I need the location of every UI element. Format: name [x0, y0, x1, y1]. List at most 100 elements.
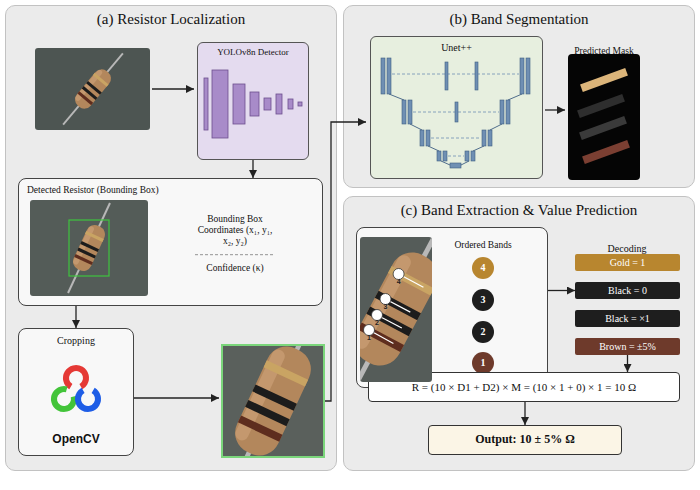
photo-background	[35, 48, 150, 130]
flow-arrow	[134, 397, 219, 398]
down-link	[410, 124, 422, 130]
feature-block	[471, 151, 475, 161]
box-title: Ordered Bands	[454, 240, 511, 251]
network-layer	[298, 102, 302, 106]
feature-block	[437, 151, 441, 161]
mask-band	[582, 140, 630, 164]
skip-line	[392, 74, 519, 75]
resistor-image	[56, 48, 130, 130]
resistor-image	[222, 345, 324, 457]
resistor-photo	[56, 48, 130, 130]
network-layer	[233, 84, 245, 124]
connector-arrow	[252, 160, 253, 178]
up-link	[508, 94, 522, 100]
feature-block	[443, 151, 447, 161]
down-link	[441, 161, 450, 165]
decode-box: Brown = ±5%	[575, 338, 680, 355]
flow-arrow	[325, 122, 366, 401]
network-layer	[276, 94, 282, 114]
nested-block	[475, 62, 478, 90]
feature-block	[420, 130, 424, 146]
decode-text: Gold = 1	[610, 257, 646, 269]
callout-number: 4	[397, 278, 401, 286]
feature-block	[387, 58, 391, 94]
feature-block	[506, 100, 510, 124]
feature-block	[465, 151, 469, 161]
cropped-photo	[222, 345, 324, 457]
decode-text: Black = 0	[608, 285, 647, 297]
down-link	[428, 146, 439, 151]
output-label: Bounding Box Coordinates (x₁, y₁, x₂, y₂…	[195, 214, 275, 247]
panel-title: (c) Band Extraction & Value Prediction	[401, 202, 638, 219]
callout-circle	[380, 294, 391, 305]
band-number: 4	[481, 262, 486, 274]
box-title: Cropping	[57, 335, 95, 347]
decode-box: Black = ×1	[575, 310, 680, 327]
box-title: YOLOv8n Detector	[217, 47, 289, 57]
column-heading: Decoding	[608, 243, 647, 255]
network-layer	[288, 99, 293, 109]
up-link	[473, 146, 484, 151]
opencv-ring-green	[52, 387, 76, 411]
divider-line	[195, 254, 275, 255]
box-title: Detected Resistor (Bounding Box)	[27, 185, 159, 196]
decode-box: Black = 0	[575, 282, 680, 299]
band-number: 1	[481, 357, 486, 369]
decode-text: Black = ×1	[605, 313, 650, 325]
up-link	[490, 124, 502, 130]
box-title: Unet++	[441, 42, 472, 54]
bounding-box	[69, 220, 109, 276]
bottleneck-block	[450, 163, 461, 168]
feature-block	[402, 100, 406, 124]
resistor-photo	[59, 200, 118, 296]
resistor-photo	[360, 237, 432, 382]
resistor-image	[59, 200, 118, 296]
connector-arrow	[548, 290, 575, 291]
mask-band	[579, 116, 627, 140]
unet-blocks	[381, 58, 530, 168]
band-circle: 3	[472, 289, 494, 311]
process-box: CroppingOpenCV	[18, 328, 134, 456]
callout-number: 2	[375, 319, 379, 327]
flow-arrow	[545, 109, 565, 110]
resistor-image	[360, 237, 432, 382]
feature-block	[408, 100, 412, 124]
network-layer	[264, 98, 271, 110]
network-layer	[212, 70, 228, 138]
decode-text: Brown = ±5%	[599, 341, 656, 353]
flow-arrow	[152, 88, 194, 89]
panel-title: (a) Resistor Localization	[97, 11, 245, 28]
band-circle: 2	[472, 321, 494, 343]
callout-circle	[393, 269, 404, 280]
network-layers	[204, 70, 302, 138]
logo-text: OpenCV	[52, 433, 99, 447]
band-circle: 4	[472, 257, 494, 279]
opencv-ring-blue	[74, 385, 101, 412]
down-link	[389, 94, 404, 100]
mask-band	[580, 68, 628, 92]
skip-line	[431, 138, 481, 139]
callout-circle	[364, 325, 375, 336]
skip-line	[448, 156, 464, 157]
mask-image	[568, 54, 640, 180]
connector-arrow	[627, 355, 628, 372]
image-label: Predicted Mask	[574, 46, 633, 57]
feature-block	[426, 130, 430, 146]
callout-circles	[364, 269, 405, 336]
nested-block	[445, 62, 448, 90]
callout-number: 3	[384, 303, 388, 311]
decode-box: Gold = 1	[575, 254, 680, 271]
feature-block	[500, 100, 504, 124]
feature-block	[381, 58, 385, 94]
connector-arrow	[75, 306, 76, 328]
nested-block	[455, 102, 458, 122]
unet-links	[389, 94, 522, 165]
connector-arrow	[524, 402, 525, 425]
crop-border	[222, 345, 324, 457]
network-layer	[204, 78, 208, 130]
output-box: Output: 10 ± 5% Ω	[428, 425, 622, 455]
formula-text: R = (10 × D1 + D2) × M = (10 × 1 + 0) × …	[412, 381, 636, 394]
